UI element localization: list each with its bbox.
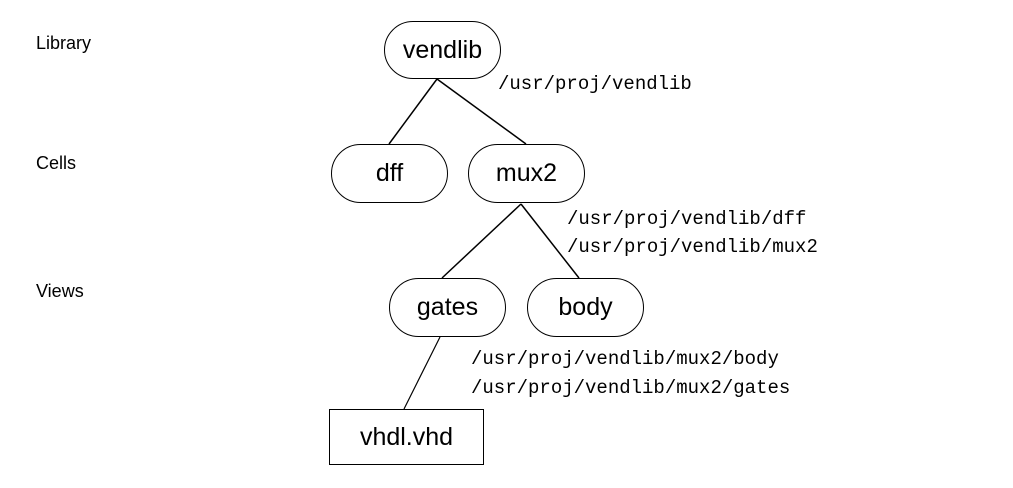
level-label-library: Library [36,33,92,53]
path-view-body: /usr/proj/vendlib/mux2/body [471,348,779,370]
path-view-gates: /usr/proj/vendlib/mux2/gates [471,377,791,399]
node-vendlib: vendlib [384,21,501,79]
node-body: body [527,278,644,337]
edge-mux2-gates [441,203,522,279]
node-dff: dff [331,144,448,203]
level-label-views: Views [36,281,84,301]
edge-vendlib-dff [388,78,438,145]
path-cell-mux2: /usr/proj/vendlib/mux2 [567,236,818,258]
edge-gates-vhdl [403,336,441,410]
level-label-cells: Cells [36,153,77,173]
node-mux2: mux2 [468,144,585,203]
edge-vendlib-mux2 [436,78,527,145]
edge-mux2-body [520,203,580,279]
node-gates: gates [389,278,506,337]
path-cell-dff: /usr/proj/vendlib/dff [567,208,807,230]
path-library: /usr/proj/vendlib [498,73,692,95]
node-vhdl-file: vhdl.vhd [329,409,484,465]
